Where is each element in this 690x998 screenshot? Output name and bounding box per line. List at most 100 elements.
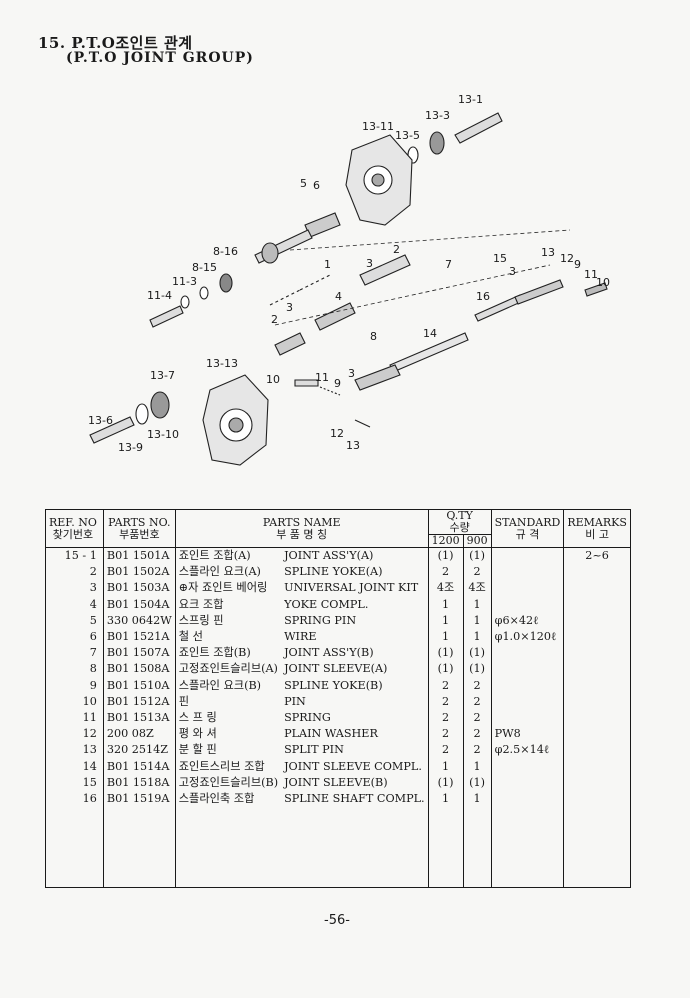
yoke-4 (314, 302, 356, 331)
standard-cell (490, 709, 565, 727)
ref-no-cell: 13 (45, 742, 104, 759)
remarks-cell (563, 758, 631, 775)
name-kr-cell: 고정죠인트슬리브(B) (174, 774, 282, 791)
svg-text:10: 10 (596, 276, 610, 289)
ref-no-cell: 12 (45, 726, 104, 743)
svg-text:11-3: 11-3 (172, 275, 197, 288)
section-title: 15. P.T.O조인트 관계 (38, 34, 193, 52)
remarks-cell (563, 709, 631, 727)
svg-text:12: 12 (560, 252, 574, 265)
qty-900-cell: 1 (462, 612, 492, 629)
shaft-11-4 (149, 305, 184, 328)
name-kr-cell: 스프링 핀 (174, 612, 282, 629)
standard-cell: φ2.5×14ℓ (490, 742, 565, 759)
svg-text:13-3: 13-3 (425, 109, 450, 122)
remarks-cell (563, 774, 631, 791)
svg-text:2: 2 (393, 243, 400, 256)
name-en-cell: YOKE COMPL. (281, 596, 429, 613)
standard-cell (490, 774, 565, 791)
qty-900-cell: 1 (462, 758, 492, 775)
qty-900-cell: (1) (462, 547, 492, 565)
remarks-cell (563, 580, 631, 597)
parts-no-cell: B01 1508A (102, 661, 176, 678)
qty-900-cell: 1 (462, 596, 492, 613)
remarks-cell (563, 645, 631, 662)
name-kr-cell: ⊕자 죠인트 베어링 (174, 580, 282, 597)
parts-no-cell: B01 1510A (102, 677, 176, 694)
standard-cell: φ6×42ℓ (490, 612, 565, 629)
name-en-cell: JOINT ASS'Y(A) (281, 547, 429, 565)
standard-cell (490, 645, 565, 662)
qty-900-cell: 4조 (462, 580, 492, 597)
washer-8-15 (199, 286, 209, 300)
svg-text:9: 9 (574, 258, 581, 271)
ref-no-cell: 5 (45, 612, 104, 629)
svg-text:16: 16 (476, 290, 490, 303)
parts-no-cell: B01 1504A (102, 596, 176, 613)
standard-cell (490, 790, 565, 807)
remarks-cell (563, 742, 631, 759)
qty-900-cell: (1) (462, 774, 492, 791)
svg-text:13-7: 13-7 (150, 369, 175, 382)
svg-text:5: 5 (300, 177, 307, 190)
standard-cell (490, 596, 565, 613)
remarks-cell: 2~6 (563, 547, 631, 565)
ref-no-cell: 15 (45, 774, 104, 791)
qty-1200-cell: 1 (427, 758, 464, 775)
ref-no-cell: 11 (45, 709, 104, 727)
svg-text:7: 7 (445, 258, 452, 271)
ref-no-cell: 4 (45, 596, 104, 613)
parts-no-cell: B01 1518A (102, 774, 176, 791)
qty-1200-cell: (1) (427, 774, 464, 791)
qty-1200-cell: (1) (427, 661, 464, 678)
standard-cell (490, 564, 565, 581)
remarks-cell (563, 612, 631, 629)
ref-no-cell: 8 (45, 661, 104, 678)
name-en-cell: SPLINE SHAFT COMPL. (281, 790, 429, 807)
parts-no-cell: B01 1521A (102, 628, 176, 646)
remarks-cell (563, 596, 631, 613)
svg-text:3: 3 (509, 265, 516, 278)
remarks-cell (563, 564, 631, 581)
name-kr-cell: 스 프 링 (174, 709, 282, 727)
remarks-cell (563, 790, 631, 807)
name-en-cell: SPLINE YOKE(B) (281, 677, 429, 694)
standard-cell (490, 547, 565, 565)
name-en-cell: PLAIN WASHER (281, 726, 429, 743)
standard-cell (490, 758, 565, 775)
ref-no-cell: 6 (45, 628, 104, 646)
ref-no-cell: 3 (45, 580, 104, 597)
washer-8-16 (219, 273, 233, 293)
qty-1200-cell: 2 (427, 742, 464, 759)
qty-1200-cell: 2 (427, 709, 464, 727)
svg-text:3: 3 (366, 257, 373, 270)
bearing-13-3 (429, 131, 445, 155)
ref-no-cell: 2 (45, 564, 104, 581)
svg-text:4: 4 (335, 290, 342, 303)
svg-text:14: 14 (423, 327, 437, 340)
qty-900-cell: 2 (462, 677, 492, 694)
name-kr-cell: 스플라인 요크(A) (174, 564, 282, 581)
seal-13-10 (135, 403, 149, 425)
standard-cell: φ1.0×120ℓ (490, 628, 565, 646)
qty-1200-cell: 1 (427, 628, 464, 646)
shaft-13-1 (454, 112, 503, 144)
svg-text:11-4: 11-4 (147, 289, 172, 302)
name-kr-cell: 죠인트스리브 조합 (174, 758, 282, 775)
parts-no-cell: B01 1501A (102, 547, 176, 565)
svg-text:9: 9 (334, 377, 341, 390)
svg-text:15: 15 (493, 252, 507, 265)
parts-no-cell: B01 1502A (102, 564, 176, 581)
name-kr-cell: 죠인트 조합(B) (174, 645, 282, 662)
ref-no-cell: 14 (45, 758, 104, 775)
